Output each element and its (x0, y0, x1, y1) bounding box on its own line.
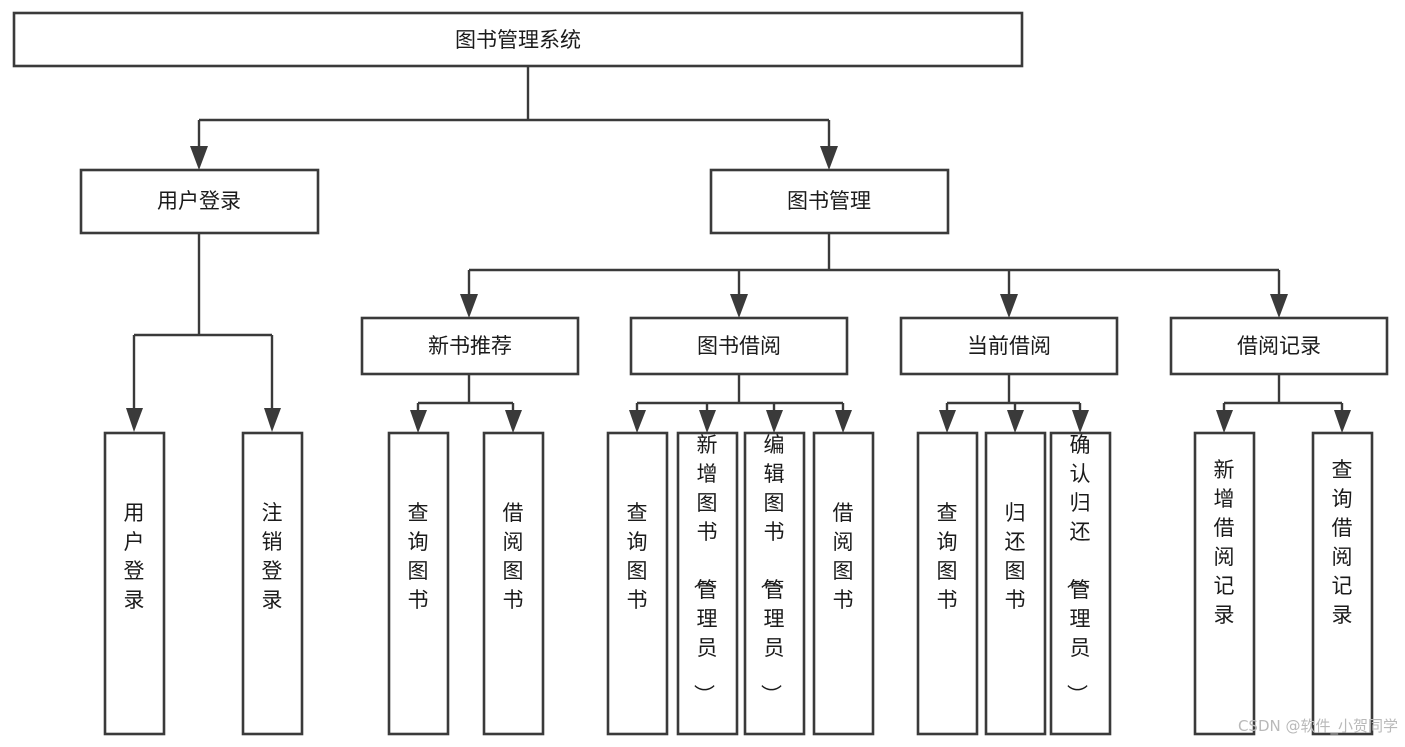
node-leaf-query-book-1-label: 查询图书 (408, 501, 429, 612)
node-root[interactable]: 图书管理系统 (12, 11, 1024, 68)
node-leaf-edit-book[interactable]: 编辑图书（管理员） (743, 431, 806, 736)
node-leaf-add-book[interactable]: 新增图书（管理员） (676, 431, 739, 736)
node-book-manage[interactable]: 图书管理 (709, 168, 950, 235)
arrowhead-leaf-confirm-return (1072, 410, 1089, 433)
node-leaf-query-book-2[interactable]: 查询图书 (606, 431, 669, 736)
csdn-watermark: CSDN @软件_小贺同学 (1238, 717, 1398, 736)
arrowhead-leaf-query-book-2 (629, 410, 646, 433)
arrowhead-leaf-edit-book (766, 410, 783, 433)
node-leaf-add-record[interactable]: 新增借阅记录 (1193, 431, 1256, 736)
node-root-label: 图书管理系统 (455, 28, 581, 52)
node-leaf-return-book[interactable]: 归还图书 (984, 431, 1047, 736)
nodes-layer: 图书管理系统 用户登录 图书管理 新书推荐 图书借阅 (12, 11, 1389, 736)
arrowhead-current-borrow (1000, 294, 1018, 318)
arrowhead-leaf-borrow-book-2 (835, 410, 852, 433)
arrowhead-leaf-query-book-1 (410, 410, 427, 433)
node-leaf-borrow-book-2-label: 借阅图书 (833, 501, 854, 612)
arrowhead-leaf-add-book (699, 410, 716, 433)
node-borrow-record[interactable]: 借阅记录 (1169, 316, 1389, 376)
arrowhead-leaf-borrow-book-1 (505, 410, 522, 433)
node-leaf-query-book-3-label: 查询图书 (937, 501, 958, 612)
node-new-book-rec-label: 新书推荐 (428, 334, 512, 358)
node-leaf-edit-book-label: 编辑图书（管理员） (759, 433, 785, 705)
arrowhead-leaf-query-book-3 (939, 410, 956, 433)
node-leaf-logout[interactable]: 注销登录 (241, 431, 304, 736)
node-leaf-return-book-label: 归还图书 (1005, 501, 1026, 612)
node-leaf-add-book-label: 新增图书（管理员） (692, 433, 718, 705)
node-leaf-query-record-label: 查询借阅记录 (1332, 458, 1353, 627)
node-leaf-confirm-return-label: 确认归还（管理员） (1065, 433, 1091, 705)
arrowhead-new-book-rec (460, 294, 478, 318)
node-leaf-borrow-book-1-label: 借阅图书 (503, 501, 524, 612)
node-leaf-query-book-3[interactable]: 查询图书 (916, 431, 979, 736)
arrowhead-leaf-logout (264, 408, 281, 432)
node-book-manage-label: 图书管理 (787, 189, 871, 213)
node-user-login[interactable]: 用户登录 (79, 168, 320, 235)
node-leaf-query-book-2-label: 查询图书 (627, 501, 648, 612)
node-book-borrow-label: 图书借阅 (697, 334, 781, 358)
node-leaf-borrow-book-2[interactable]: 借阅图书 (812, 431, 875, 736)
node-leaf-confirm-return[interactable]: 确认归还（管理员） (1049, 431, 1112, 736)
arrowhead-user-login (190, 146, 208, 170)
node-leaf-query-record[interactable]: 查询借阅记录 (1311, 431, 1374, 736)
node-borrow-record-label: 借阅记录 (1237, 334, 1321, 358)
node-leaf-add-record-label: 新增借阅记录 (1214, 458, 1235, 627)
arrowhead-leaf-user-login (126, 408, 143, 432)
node-current-borrow[interactable]: 当前借阅 (899, 316, 1119, 376)
node-leaf-borrow-book-1[interactable]: 借阅图书 (482, 431, 545, 736)
node-leaf-user-login-label: 用户登录 (124, 501, 145, 612)
arrowhead-borrow-record (1270, 294, 1288, 318)
arrowhead-book-manage (820, 146, 838, 170)
node-user-login-label: 用户登录 (157, 189, 241, 213)
arrowhead-leaf-return-book (1007, 410, 1024, 433)
node-leaf-query-book-1[interactable]: 查询图书 (387, 431, 450, 736)
node-book-borrow[interactable]: 图书借阅 (629, 316, 849, 376)
node-leaf-logout-label: 注销登录 (262, 501, 283, 612)
arrowhead-book-borrow (730, 294, 748, 318)
node-current-borrow-label: 当前借阅 (967, 334, 1051, 358)
node-new-book-rec[interactable]: 新书推荐 (360, 316, 580, 376)
arrowhead-leaf-add-record (1216, 410, 1233, 433)
edges-layer (126, 66, 1351, 433)
arrowhead-leaf-query-record (1334, 410, 1351, 433)
node-leaf-user-login[interactable]: 用户登录 (103, 431, 166, 736)
